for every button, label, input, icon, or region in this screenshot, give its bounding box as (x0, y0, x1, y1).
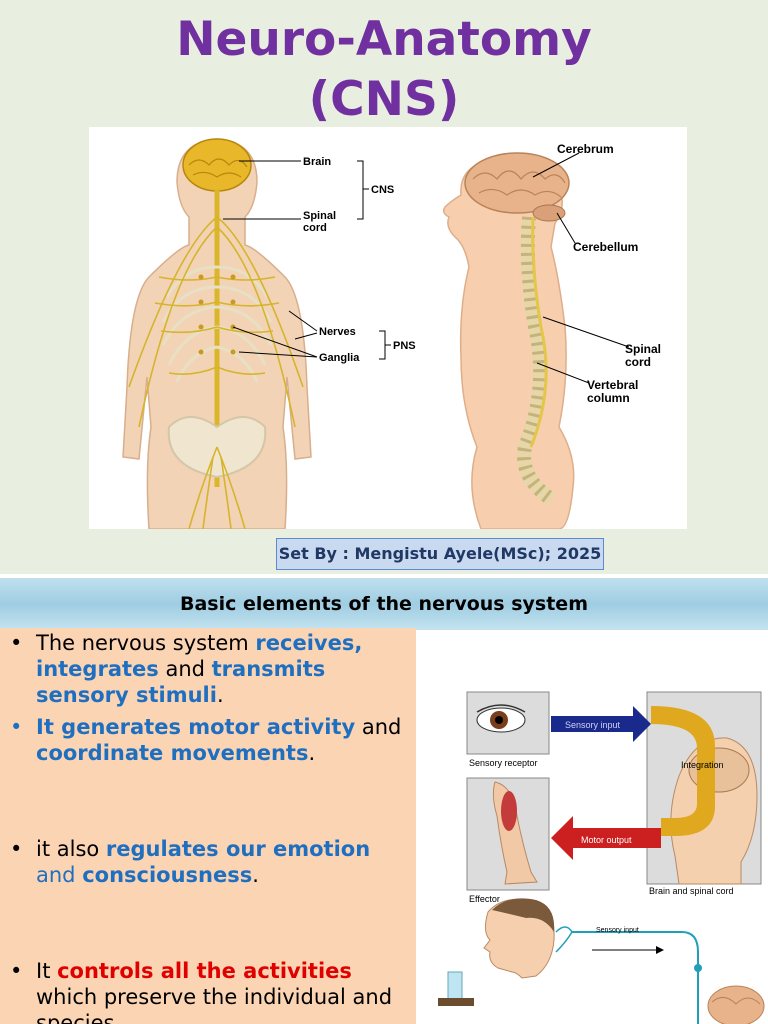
bullet-4-part-1: It (36, 959, 58, 983)
bullet-1-part-4: transmits sensory stimuli (36, 657, 326, 707)
bullet-2-part-3: coordinate movements (36, 741, 309, 765)
bullet-1-part-3: and (158, 657, 212, 681)
bullet-4-part-3: which preserve the individual and specie… (36, 985, 393, 1024)
bullet-4: • It controls all the activities which p… (10, 958, 410, 1024)
label-cerebellum: Cerebellum (573, 240, 638, 254)
bullet-3-part-5: . (252, 863, 259, 887)
bullet-dot-1: • (10, 631, 23, 655)
label-ganglia: Ganglia (319, 352, 360, 364)
label-integration: Integration (681, 760, 724, 770)
bullet-4-text: It controls all the activities which pre… (10, 958, 410, 1024)
bullet-1-text: The nervous system receives, integrates … (10, 630, 410, 708)
bullet-2: • It generates motor activity and coordi… (10, 714, 410, 766)
bullet-1-part-5: . (216, 683, 224, 707)
bullet-dot-3: • (10, 837, 23, 861)
bullet-4-part-2: controls all the activities (57, 959, 352, 983)
section-heading: Basic elements of the nervous system (180, 593, 588, 615)
heading-banner: Basic elements of the nervous system (0, 578, 768, 630)
bullet-panel: • The nervous system receives, integrate… (0, 628, 416, 1024)
sensory-input-illustration: Sensory input (432, 892, 768, 1024)
sensory-motor-diagram: Sensory receptor Sensory input Integrati… (465, 651, 765, 951)
author-credit-box: Set By : Mengistu Ayele(MSc); 2025 (276, 538, 604, 570)
label-cerebrum: Cerebrum (557, 142, 614, 156)
bullet-1: • The nervous system receives, integrate… (10, 630, 410, 708)
label-sensory-input-2: Sensory input (596, 927, 639, 934)
bullet-2-part-2: and (355, 715, 402, 739)
bullet-3-part-3: and (36, 863, 83, 887)
page-title: Neuro-Anatomy (CNS) (0, 10, 768, 130)
label-pns: PNS (393, 340, 416, 352)
bullet-2-part-4: . (308, 741, 316, 765)
label-sensory-input: Sensory input (565, 720, 621, 730)
bullet-3-part-4: consciousness (82, 863, 253, 887)
label-sensory-receptor: Sensory receptor (469, 758, 538, 768)
bullet-2-part-1: It generates motor activity (36, 715, 356, 739)
bullet-2-text: It generates motor activity and coordina… (10, 714, 410, 766)
label-cns: CNS (371, 184, 394, 196)
label-nerves: Nerves (319, 326, 356, 338)
bullet-dot-4: • (10, 959, 23, 983)
bullet-3-part-2: regulates our emotion (105, 837, 371, 861)
slide-2: Basic elements of the nervous system • T… (0, 574, 768, 1024)
sensory-input-svg: Sensory input (438, 898, 765, 1024)
bullet-dot-2: • (10, 715, 23, 739)
sensory-motor-svg: Sensory receptor Sensory input Integrati… (465, 686, 765, 916)
title-line-1: Neuro-Anatomy (176, 12, 592, 67)
bullet-1-part-1: The nervous system (36, 631, 256, 655)
bullet-3: • it also regulates our emotion and cons… (10, 836, 410, 888)
label-effector: Effector (469, 894, 500, 904)
bullet-1-part-2: receives, integrates (36, 631, 363, 681)
label-brain: Brain (303, 156, 331, 168)
bullet-3-text: it also regulates our emotion and consci… (10, 836, 410, 888)
label-brain-spinal-cord: Brain and spinal cord (649, 886, 734, 896)
title-line-2: (CNS) (308, 72, 460, 127)
slide-1: Neuro-Anatomy (CNS) (0, 0, 768, 574)
bullet-3-part-1: it also (36, 837, 106, 861)
label-motor-output: Motor output (581, 835, 632, 845)
